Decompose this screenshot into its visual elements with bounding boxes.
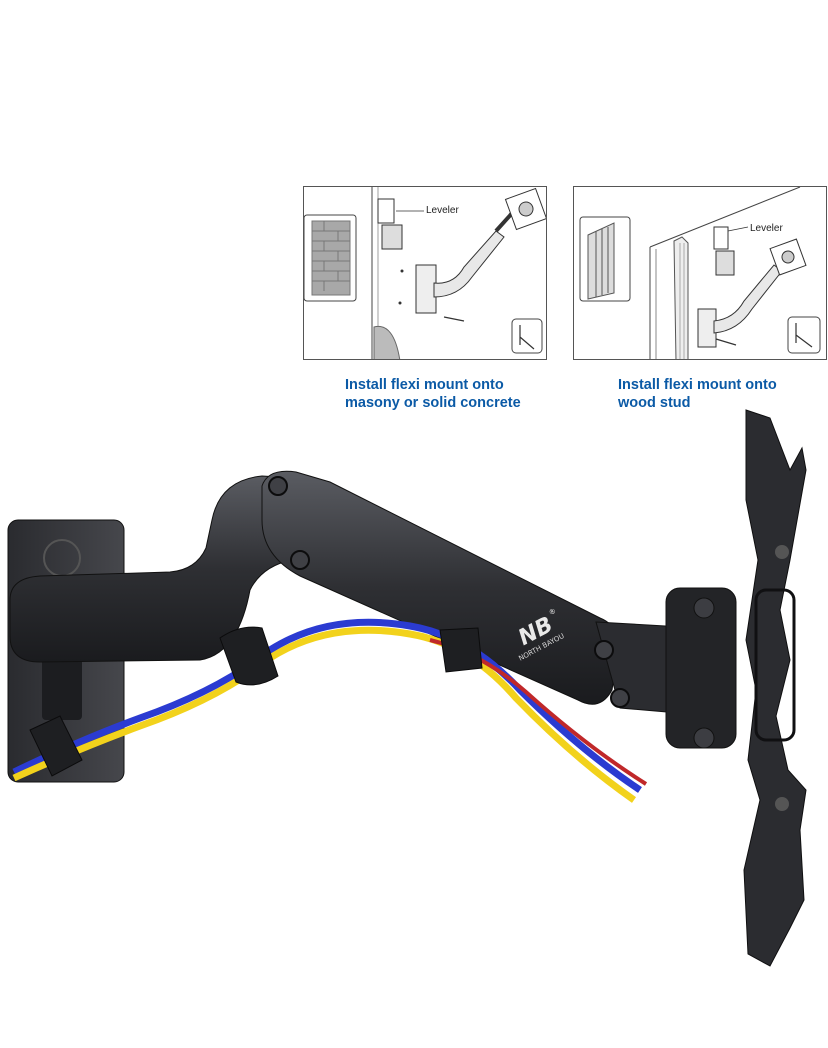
vesa-plate-icon — [769, 238, 807, 276]
brick-icon — [311, 220, 351, 296]
vesa-mounting-plate — [743, 409, 807, 967]
drill-icon — [795, 323, 813, 348]
vesa-plate-icon — [504, 187, 546, 231]
masonry-caption-line2: masony or solid concrete — [345, 395, 521, 411]
masonry-caption-line1: Install flexi mount onto — [345, 377, 504, 393]
stud-caption: Install flexi mount onto wood stud — [618, 376, 818, 412]
stud-caption-line1: Install flexi mount onto — [618, 377, 777, 393]
leveler-label: Leveler — [426, 205, 459, 216]
masonry-install-panel: Leveler — [303, 186, 547, 360]
pivot-bolts — [268, 476, 630, 708]
wood-stud-icon — [587, 222, 615, 300]
gas-spring-arm — [261, 470, 619, 705]
masonry-install-drawing — [304, 187, 546, 359]
wood-stud-install-panel: Leveler — [573, 186, 827, 360]
registered-mark: ® — [548, 607, 558, 617]
masonry-caption: Install flexi mount onto masony or solid… — [345, 376, 555, 412]
stud-caption-line2: wood stud — [618, 395, 691, 411]
wood-stud-install-drawing — [579, 187, 821, 359]
monitor-arm-product: NB ® NORTH BAYOU — [7, 409, 807, 967]
leveler-label: Leveler — [750, 223, 783, 234]
cable-clips — [29, 626, 483, 777]
drill-icon — [519, 325, 535, 350]
